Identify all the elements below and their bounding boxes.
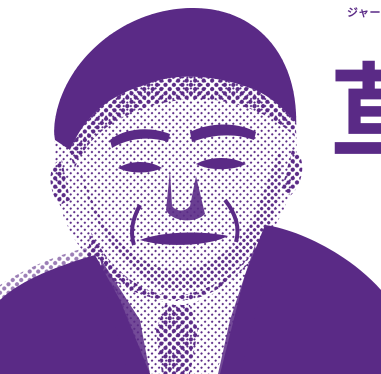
left-ear	[50, 160, 70, 205]
right-ear	[282, 150, 303, 196]
face-shading	[80, 150, 282, 291]
right-eye	[196, 158, 246, 170]
mouth	[140, 232, 228, 245]
necktie	[156, 305, 198, 374]
left-eye	[118, 162, 162, 173]
collar-right	[218, 245, 262, 374]
left-eyebrow	[110, 129, 170, 148]
suit-right-shape	[220, 225, 381, 374]
nose	[166, 170, 205, 221]
caption-text: ジャー	[347, 6, 381, 19]
hair-shape	[53, 7, 297, 150]
collar-left	[100, 258, 150, 374]
right-eyebrow	[190, 124, 256, 142]
headline-character: 草	[330, 62, 381, 180]
